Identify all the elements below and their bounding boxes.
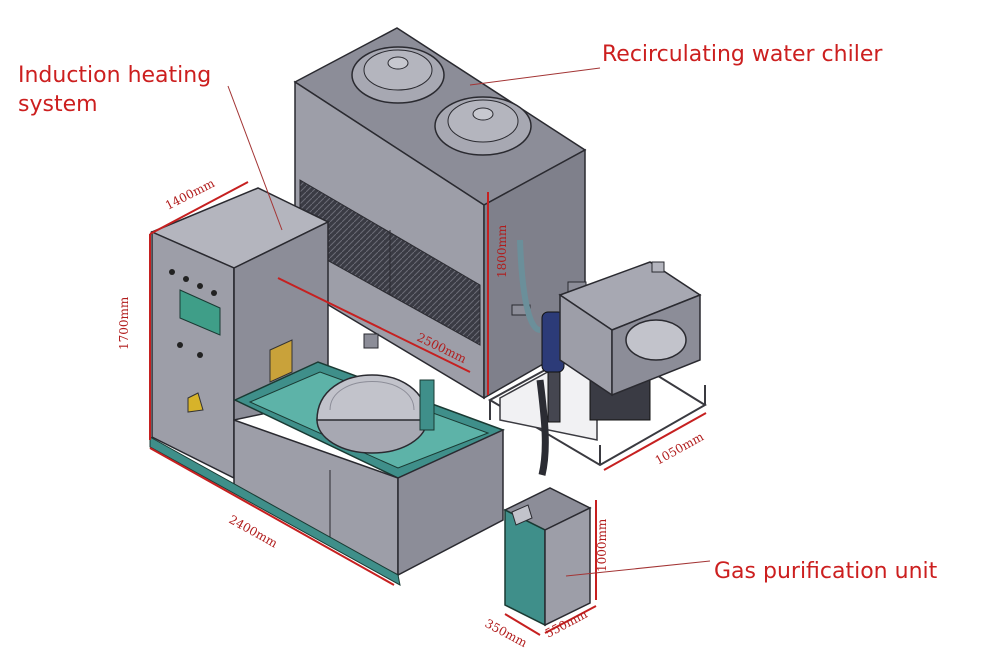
dim-1700: 1700mm: [117, 296, 131, 350]
furnace-base: [149, 333, 505, 586]
dimension-lines: [149, 181, 707, 636]
chiller-label: Recirculating water chiler: [602, 42, 883, 67]
gas-purification-unit: [503, 487, 592, 627]
callout-leaders: [227, 67, 711, 577]
induction-heating-label-line2: system: [18, 92, 98, 117]
water-tank-pump-frame: [487, 239, 707, 476]
dim-1050: 1050mm: [653, 429, 707, 467]
dim-1000: 1000mm: [595, 518, 609, 572]
fan-unit-1: [351, 46, 445, 104]
induction-heating-label: Induction heating system: [18, 61, 211, 119]
fan-unit-2: [434, 96, 532, 156]
induction-heating-label-line1: Induction heating: [18, 63, 212, 88]
induction-heating-cabinet: [150, 187, 330, 480]
dim-1800: 1800mm: [495, 224, 509, 278]
dim-2400: 2400mm: [227, 512, 281, 550]
dim-1400: 1400mm: [163, 176, 217, 213]
gas-purification-label: Gas purification unit: [714, 559, 938, 584]
dim-350: 350mm: [483, 616, 530, 650]
